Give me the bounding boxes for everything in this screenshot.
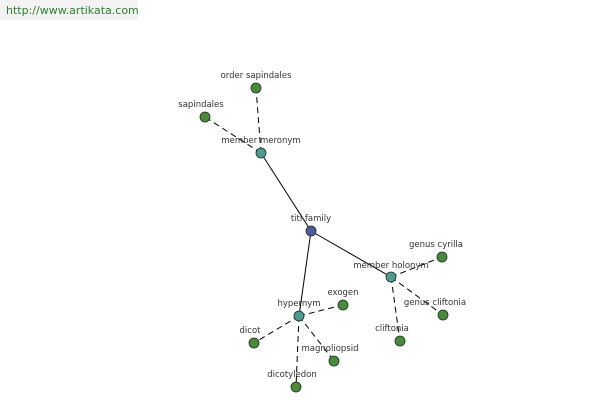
relation-hypernym-node[interactable]	[293, 310, 305, 322]
relation-meronym-node[interactable]	[255, 147, 267, 159]
edge-dicotyledon	[295, 315, 300, 388]
relation-holonym-node[interactable]	[385, 271, 397, 283]
edge-genus-cyrilla	[390, 256, 443, 278]
graph-nodes	[199, 82, 449, 393]
graph-labels: titi family member meronym member holonym h…	[178, 71, 466, 380]
leaf-exogen-node[interactable]	[337, 299, 349, 311]
edge-genus-cliftonia	[390, 276, 444, 316]
leaf-order-sapindales-node[interactable]	[250, 82, 262, 94]
leaf-dicotyledon-label[interactable]: dicotyledon	[267, 370, 317, 380]
leaf-dicot-node[interactable]	[248, 337, 260, 349]
edge-holonym	[310, 230, 392, 278]
source-url[interactable]: http://www.artikata.com	[0, 0, 139, 20]
leaf-genus-cyrilla-label[interactable]: genus cyrilla	[409, 240, 463, 250]
edge-sapindales	[204, 116, 262, 154]
edge-meronym	[260, 152, 312, 232]
edge-hypernym	[298, 230, 312, 317]
graph-edges	[204, 87, 444, 388]
leaf-dicot-label[interactable]: dicot	[240, 326, 262, 336]
leaf-cliftonia-label[interactable]: cliftonia	[375, 324, 409, 334]
leaf-sapindales-node[interactable]	[199, 111, 211, 123]
leaf-magnoliopsid-node[interactable]	[328, 355, 340, 367]
edge-order-sapindales	[255, 87, 262, 154]
leaf-exogen-label[interactable]: exogen	[327, 288, 358, 298]
leaf-cliftonia-node[interactable]	[394, 335, 406, 347]
leaf-genus-cliftonia-node[interactable]	[437, 309, 449, 321]
leaf-genus-cyrilla-node[interactable]	[436, 251, 448, 263]
relation-holonym-label[interactable]: member holonym	[353, 261, 428, 271]
leaf-dicotyledon-node[interactable]	[290, 381, 302, 393]
leaf-order-sapindales-label[interactable]: order sapindales	[221, 71, 292, 81]
edge-cliftonia	[390, 276, 401, 342]
edge-dicot	[253, 315, 300, 344]
edge-exogen	[298, 304, 344, 317]
relation-hypernym-label[interactable]: hypernym	[277, 299, 320, 309]
center-titi-node[interactable]	[305, 225, 317, 237]
leaf-sapindales-label[interactable]: sapindales	[178, 100, 224, 110]
relation-meronym-label[interactable]: member meronym	[221, 136, 300, 146]
center-titi-label[interactable]: titi family	[291, 214, 331, 224]
edge-magnoliopsid	[298, 315, 335, 362]
leaf-magnoliopsid-label[interactable]: magnoliopsid	[302, 344, 359, 354]
leaf-genus-cliftonia-label[interactable]: genus cliftonia	[404, 298, 466, 308]
